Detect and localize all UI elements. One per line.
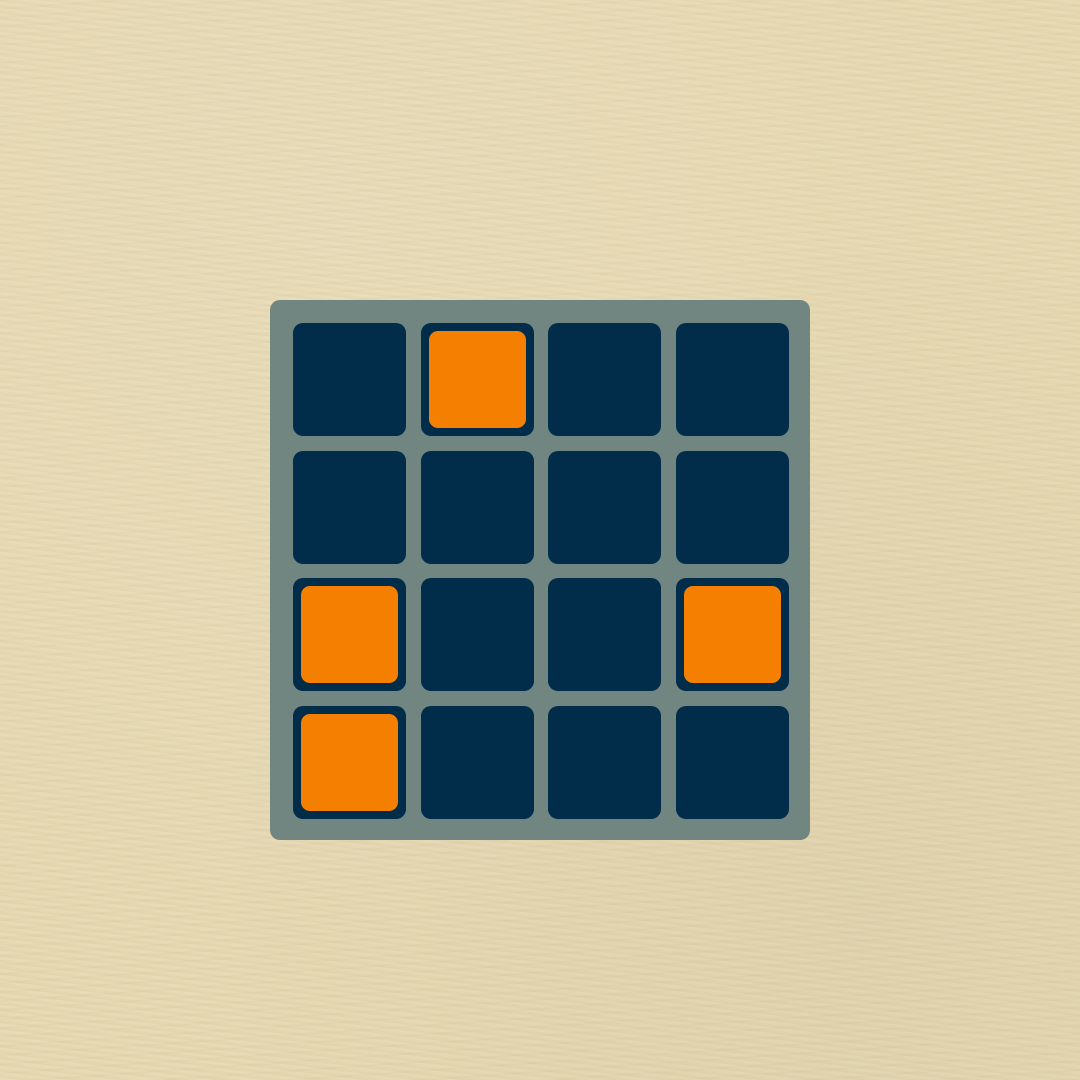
grid-cell-r1-c2[interactable]: [420, 323, 534, 436]
grid-cell-r4-c4[interactable]: [675, 705, 789, 819]
grid-cell-r3-c3[interactable]: [548, 578, 661, 691]
grid-cell-r1-c4[interactable]: [675, 323, 789, 436]
grid-cell-r3-c1[interactable]: [293, 578, 406, 691]
game-board: [270, 300, 810, 840]
grid-cell-r1-c1[interactable]: [293, 323, 406, 436]
grid-cell-r3-c4[interactable]: [675, 578, 789, 691]
orange-tile: [428, 331, 526, 428]
grid-cell-r4-c3[interactable]: [548, 705, 661, 819]
grid-cell-r3-c2[interactable]: [420, 578, 534, 691]
grid-cell-r4-c1[interactable]: [293, 705, 406, 819]
grid-cell-r2-c3[interactable]: [548, 450, 661, 564]
grid-cell-r2-c4[interactable]: [675, 450, 789, 564]
orange-tile: [301, 713, 398, 811]
orange-tile: [301, 586, 398, 683]
grid-cell-r1-c3[interactable]: [548, 323, 661, 436]
grid-cell-r4-c2[interactable]: [420, 705, 534, 819]
grid-cell-r2-c2[interactable]: [420, 450, 534, 564]
grid-cell-r2-c1[interactable]: [293, 450, 406, 564]
orange-tile: [683, 586, 781, 683]
